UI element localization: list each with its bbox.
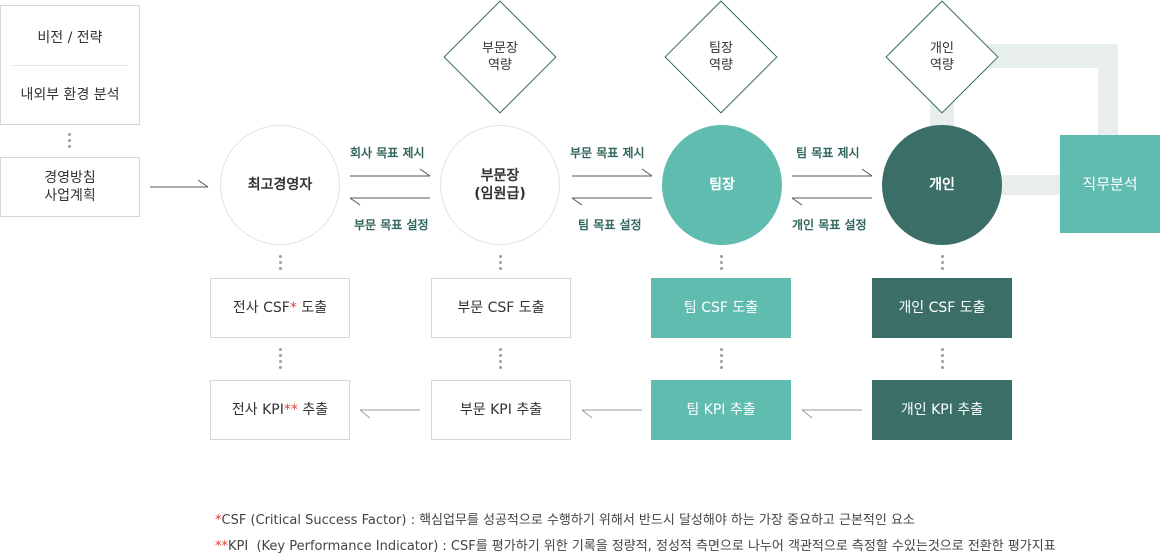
arrow-dept-kpi-to-company-kpi (359, 409, 420, 419)
dots-dept-kpi (499, 348, 502, 372)
arrow-dept-to-team (572, 168, 653, 177)
company-kpi-box: 전사 KPI** 추출 (210, 380, 350, 440)
ceo-node: 최고경영자 (220, 125, 340, 245)
dept-competency-label: 부문장 역량 (482, 41, 518, 73)
kpi-footnote-text: KPI (Key Performance Indicator) : CSF를 평… (228, 539, 1056, 554)
arrow-label-dept-goal: 부문 목표 제시 (570, 146, 645, 160)
kpi-footnote-mark: ** (215, 539, 228, 554)
csf-footnote: *CSF (Critical Success Factor) : 핵심업무를 성… (215, 509, 915, 528)
dept-kpi-box: 부문 KPI 추출 (431, 380, 571, 440)
company-csf-box: 전사 CSF* 도출 (210, 278, 350, 338)
company-csf-suffix: 도출 (296, 300, 328, 316)
team-csf-box: 팀 CSF 도출 (651, 278, 791, 338)
dept-head-node: 부문장 (임원급) (440, 125, 560, 245)
company-kpi-prefix: 전사 KPI (231, 402, 284, 418)
individual-node: 개인 (882, 125, 1002, 245)
csf-asterisk: * (289, 300, 297, 316)
left-dots (68, 133, 71, 151)
dots-company-kpi (279, 348, 282, 372)
kpi-asterisk: ** (283, 402, 298, 418)
job-connector-mid (1000, 175, 1062, 195)
dots-ceo-csf (279, 255, 282, 273)
team-leader-node: 팀장 (662, 125, 782, 245)
management-policy: 경영방침 사업계획 (0, 157, 140, 217)
company-kpi-suffix: 추출 (297, 402, 329, 418)
dots-team-csf (720, 255, 723, 273)
dots-indiv-kpi (941, 348, 944, 372)
company-csf-prefix: 전사 CSF (232, 300, 290, 316)
env-analysis: 내외부 환경 분석 (20, 86, 120, 103)
arrow-dept-to-ceo (349, 197, 430, 206)
arrow-indiv-to-team (791, 197, 872, 206)
indiv-kpi-box: 개인 KPI 추출 (872, 380, 1012, 440)
arrow-ceo-to-dept (350, 168, 431, 177)
arrow-label-team-goal-set: 팀 목표 설정 (578, 218, 642, 232)
team-competency-label: 팀장 역량 (709, 41, 733, 73)
arrow-label-dept-goal-set: 부문 목표 설정 (354, 218, 429, 232)
arrow-team-to-dept (571, 197, 652, 206)
dots-indiv-csf (941, 255, 944, 273)
arrow-team-to-indiv (792, 168, 873, 177)
dots-dept-csf (499, 255, 502, 273)
arrow-label-indiv-goal-set: 개인 목표 설정 (792, 218, 867, 232)
left-divider (12, 65, 128, 66)
indiv-competency-label: 개인 역량 (930, 41, 954, 73)
arrow-label-team-goal: 팀 목표 제시 (796, 146, 860, 160)
dots-team-kpi (720, 348, 723, 372)
arrow-policy-to-ceo (150, 179, 209, 188)
dept-csf-box: 부문 CSF 도출 (431, 278, 571, 338)
indiv-csf-box: 개인 CSF 도출 (872, 278, 1012, 338)
csf-footnote-mark: * (215, 513, 222, 528)
arrow-team-kpi-to-dept-kpi (581, 409, 642, 419)
job-analysis-box: 직무분석 (1060, 135, 1160, 233)
csf-footnote-text: CSF (Critical Success Factor) : 핵심업무를 성공… (221, 513, 915, 528)
team-kpi-box: 팀 KPI 추출 (651, 380, 791, 440)
vision-strategy: 비전 / 전략 (37, 29, 103, 46)
kpi-footnote: **KPI (Key Performance Indicator) : CSF를… (215, 535, 1056, 554)
arrow-label-company-goal: 회사 목표 제시 (350, 146, 425, 160)
job-connector-right (1098, 44, 1118, 136)
arrow-indiv-kpi-to-team-kpi (801, 409, 862, 419)
